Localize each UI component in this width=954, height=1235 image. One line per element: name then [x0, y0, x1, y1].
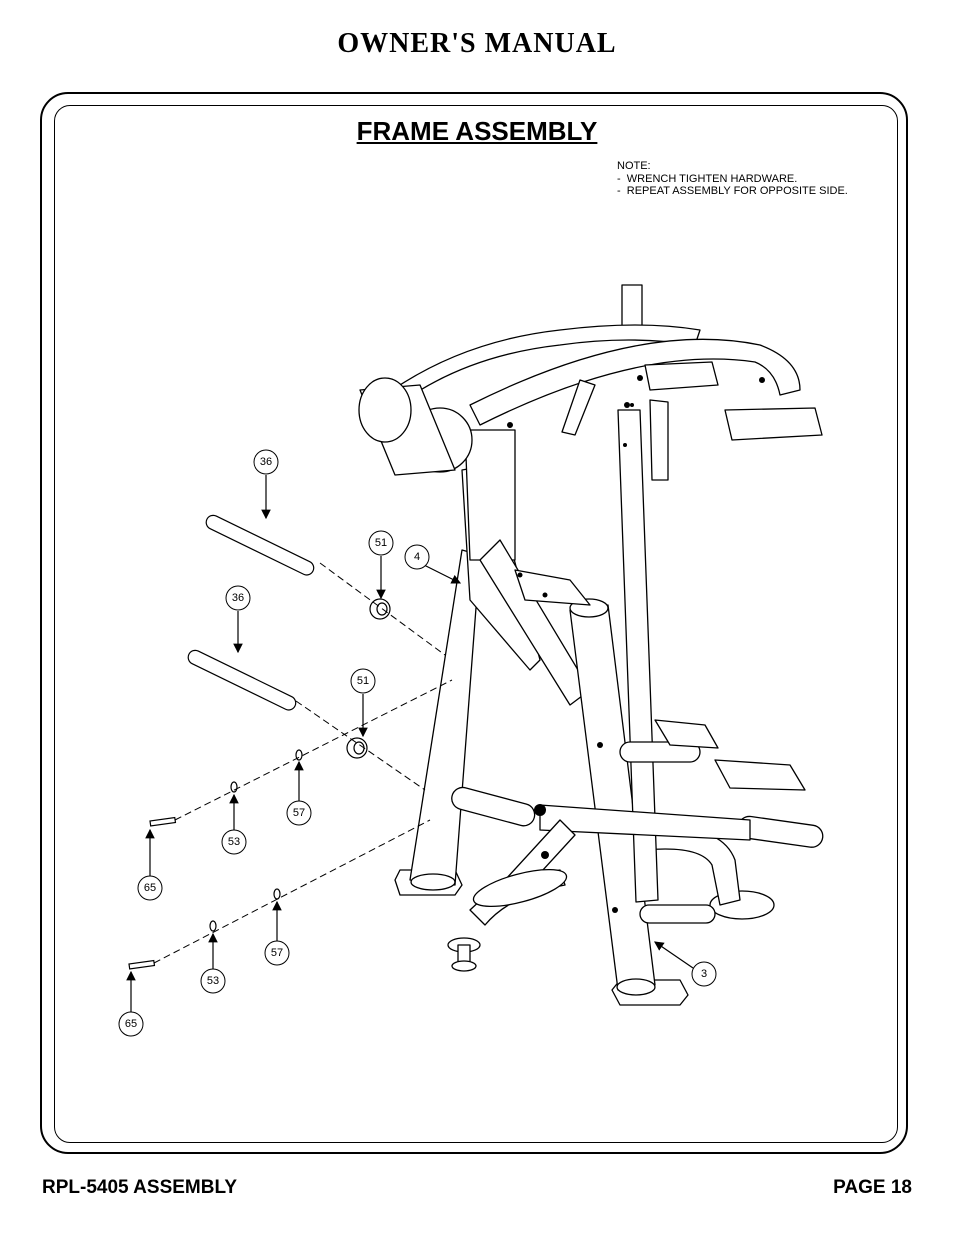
callout-label-3: 3	[701, 968, 707, 980]
note-line-2: - REPEAT ASSEMBLY FOR OPPOSITE SIDE.	[617, 185, 848, 197]
part-36-tube-a	[205, 514, 315, 576]
foot-stem	[457, 944, 471, 964]
hand-pad-left	[644, 361, 719, 391]
top-arch	[399, 324, 701, 401]
part-65-bolt-b	[128, 959, 156, 970]
pedal-right	[714, 759, 806, 791]
manual-title: OWNER'S MANUAL	[337, 28, 617, 59]
callout-36a	[253, 449, 279, 475]
detail-dots	[507, 375, 765, 913]
callout-57a	[286, 800, 312, 826]
callout-65b	[118, 1011, 144, 1037]
callout-label-51a: 51	[375, 537, 387, 549]
callout-57b	[264, 940, 290, 966]
part-57-washer-b	[273, 888, 281, 900]
handle-bottom	[639, 904, 716, 924]
footer-page-number: PAGE 18	[833, 1177, 912, 1198]
callout-label-36a: 36	[260, 456, 272, 468]
callout-53b	[200, 968, 226, 994]
note-heading: NOTE:	[617, 160, 651, 172]
hand-pad-right	[724, 407, 823, 441]
callout-label-53a: 53	[228, 836, 240, 848]
main-post-upper	[464, 429, 516, 561]
callout-51a	[368, 530, 394, 556]
callout-labels: 36 36 51 51 4 3 57 57 53 53 65 65	[125, 456, 707, 1030]
callout-label-4: 4	[414, 551, 420, 563]
part-36-tube-b	[187, 649, 297, 711]
page-border-inner	[54, 105, 898, 1143]
callout-4	[404, 544, 430, 570]
section-title: FRAME ASSEMBLY	[356, 116, 598, 146]
callout-3	[691, 961, 717, 987]
pedal-left	[654, 719, 719, 749]
assembly-leader-lines	[153, 562, 453, 964]
part-53-nut-a	[230, 781, 238, 793]
hanging-grip-left	[561, 379, 596, 436]
callout-label-65a: 65	[144, 882, 156, 894]
part-65-bolt-a	[149, 816, 177, 827]
top-curve	[469, 338, 801, 426]
cross-member	[514, 569, 591, 606]
callout-65a	[137, 875, 163, 901]
part-57-washer-a	[295, 749, 303, 761]
machine-frame	[358, 284, 824, 1006]
callout-label-53b: 53	[207, 975, 219, 987]
callout-53a	[221, 829, 247, 855]
handle-mid	[619, 741, 701, 763]
callout-label-51b: 51	[357, 675, 369, 687]
footer-model: RPL-5405 ASSEMBLY	[42, 1177, 237, 1198]
callout-label-57b: 57	[271, 947, 283, 959]
callout-label-36b: 36	[232, 592, 244, 604]
part-53-nut-b	[209, 920, 217, 932]
page-border-outer	[40, 92, 908, 1154]
assembly-note: NOTE: - WRENCH TIGHTEN HARDWARE. - REPEA…	[617, 160, 848, 198]
top-post	[617, 409, 659, 903]
callout-bubbles	[118, 449, 717, 1037]
pivot-arm	[539, 804, 751, 841]
hanging-grip-right	[649, 399, 669, 481]
callout-label-57a: 57	[293, 807, 305, 819]
pivot-disc	[472, 868, 568, 908]
foot-base	[451, 960, 477, 972]
callout-label-65b: 65	[125, 1018, 137, 1030]
hardware-parts	[128, 514, 391, 970]
callout-51b	[350, 668, 376, 694]
callout-36b	[225, 585, 251, 611]
note-line-1: - WRENCH TIGHTEN HARDWARE.	[617, 172, 798, 185]
handle-left	[451, 786, 536, 827]
